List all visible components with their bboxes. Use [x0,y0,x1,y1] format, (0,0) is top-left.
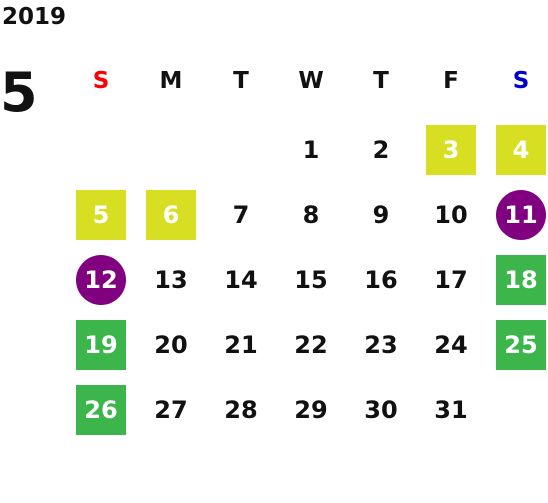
day-cell-31[interactable]: 31 [434,396,468,424]
weekday-header-1: M [159,68,183,94]
day-cell-22[interactable]: 22 [294,331,328,359]
day-cell-30[interactable]: 30 [364,396,398,424]
day-cell-23[interactable]: 23 [364,331,398,359]
day-cell-20[interactable]: 20 [154,331,188,359]
day-cell-19[interactable]: 19 [76,320,126,370]
weekday-header-5: F [443,68,459,94]
day-cell-11[interactable]: 11 [496,190,546,240]
weekday-header-4: T [373,68,389,94]
day-cell-27[interactable]: 27 [154,396,188,424]
day-cell-25[interactable]: 25 [496,320,546,370]
month-number: 5 [0,61,38,124]
weekday-header-3: W [298,68,324,94]
weekday-header-2: T [233,68,249,94]
day-cell-24[interactable]: 24 [434,331,468,359]
day-cell-13[interactable]: 13 [154,266,188,294]
day-cell-18[interactable]: 18 [496,255,546,305]
day-cell-15[interactable]: 15 [294,266,328,294]
day-cell-7[interactable]: 7 [232,201,250,229]
day-cell-1[interactable]: 1 [302,136,320,164]
day-cell-3[interactable]: 3 [426,125,476,175]
day-cell-8[interactable]: 8 [302,201,320,229]
day-cell-12[interactable]: 12 [76,255,126,305]
weekday-header-6: S [512,68,530,94]
day-cell-29[interactable]: 29 [294,396,328,424]
day-cell-4[interactable]: 4 [496,125,546,175]
day-cell-21[interactable]: 21 [224,331,258,359]
day-cell-9[interactable]: 9 [372,201,390,229]
day-cell-14[interactable]: 14 [224,266,258,294]
day-cell-28[interactable]: 28 [224,396,258,424]
day-cell-17[interactable]: 17 [434,266,468,294]
day-cell-5[interactable]: 5 [76,190,126,240]
day-cell-16[interactable]: 16 [364,266,398,294]
day-cell-2[interactable]: 2 [372,136,390,164]
year-label: 2019 [2,4,67,30]
day-cell-10[interactable]: 10 [434,201,468,229]
weekday-header-0: S [92,68,110,94]
day-cell-6[interactable]: 6 [146,190,196,240]
day-cell-26[interactable]: 26 [76,385,126,435]
